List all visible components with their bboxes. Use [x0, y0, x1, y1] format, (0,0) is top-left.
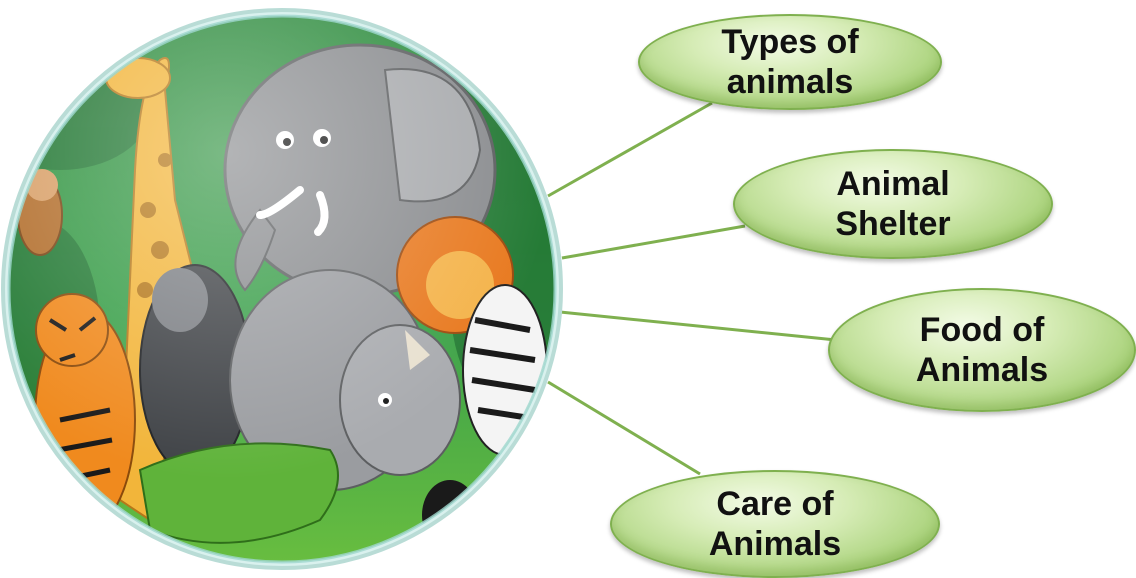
- topic-label-line2: Animals: [916, 350, 1048, 390]
- topic-label-line1: Food of: [916, 310, 1048, 350]
- topic-label-line2: Animals: [709, 524, 841, 564]
- topic-label-line1: Types of: [721, 22, 858, 62]
- topic-label-types-of-animals: Types of animals: [721, 22, 858, 102]
- connector-food: [560, 312, 836, 340]
- topic-bubble-types-of-animals[interactable]: Types of animals: [638, 14, 942, 110]
- connector-care: [548, 382, 700, 474]
- topic-label-line2: Shelter: [835, 204, 950, 244]
- topic-label-line2: animals: [721, 62, 858, 102]
- connector-types: [548, 103, 712, 196]
- topic-label-food-of-animals: Food of Animals: [916, 310, 1048, 390]
- topic-label-line1: Animal: [835, 164, 950, 204]
- animals-circle-image: [0, 0, 590, 578]
- topic-bubble-food-of-animals[interactable]: Food of Animals: [828, 288, 1136, 412]
- topic-label-animal-shelter: Animal Shelter: [835, 164, 950, 244]
- connector-lines: [548, 103, 836, 474]
- connector-shelter: [562, 226, 745, 258]
- topic-label-care-of-animals: Care of Animals: [709, 484, 841, 564]
- topic-bubble-animal-shelter[interactable]: Animal Shelter: [733, 149, 1053, 259]
- topic-bubble-care-of-animals[interactable]: Care of Animals: [610, 470, 940, 578]
- topic-label-line1: Care of: [709, 484, 841, 524]
